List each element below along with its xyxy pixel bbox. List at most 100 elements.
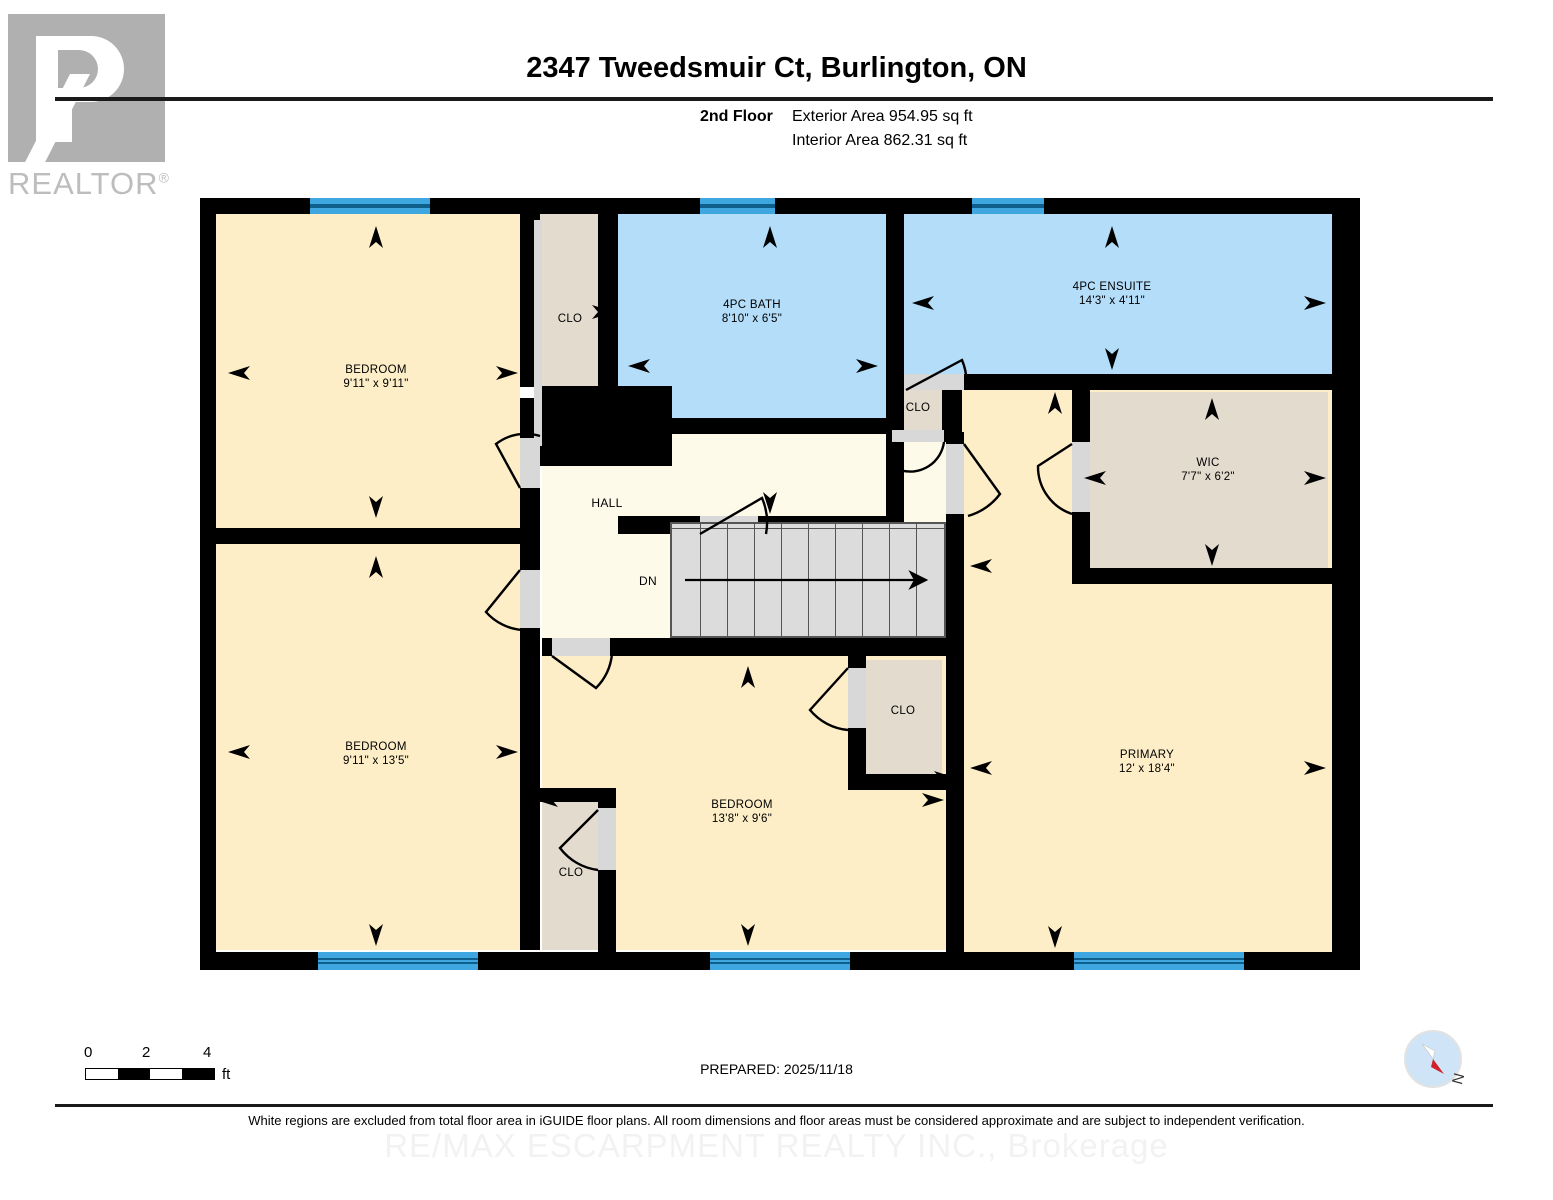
door-arc-bath <box>699 496 769 536</box>
floor-plan-canvas: BEDROOM 9'11" x 9'11" CLO 4PC BATH 8'10"… <box>200 198 1360 970</box>
dim-arrow-right <box>1304 296 1326 310</box>
dim-arrow-up <box>1105 226 1119 248</box>
label-name: DN <box>639 574 657 588</box>
dim-arrow-up <box>369 556 383 578</box>
label-4pc-ensuite: 4PC ENSUITE 14'3" x 4'11" <box>1032 280 1192 308</box>
room-closet-sw <box>542 796 600 950</box>
wall-bath-right <box>886 212 904 534</box>
doorgap-closet-sw <box>598 808 616 870</box>
door-arc-closet-hall <box>892 441 946 473</box>
label-name: CLO <box>890 705 916 717</box>
label-4pc-bath: 4PC BATH 8'10" x 6'5" <box>672 298 832 326</box>
dim-arrow-down <box>1205 544 1219 566</box>
dim-arrow-left <box>970 761 992 775</box>
window-bedroom-sw-bottom <box>318 952 478 970</box>
label-wic: WIC 7'7" x 6'2" <box>1138 456 1278 484</box>
doorgap-ensuite <box>904 374 964 390</box>
scale-bar <box>85 1068 215 1080</box>
label-name: CLO <box>905 402 931 414</box>
wall-hall-bottom <box>542 638 964 656</box>
door-arc-closet-sw <box>558 809 599 872</box>
wall-bedroom-sw-right <box>520 544 540 950</box>
room-closet-s <box>864 660 942 778</box>
label-name: BEDROOM <box>345 741 407 753</box>
dim-arrow-down <box>741 924 755 946</box>
dim-arrow-up <box>1205 398 1219 420</box>
dim-arrow-left <box>912 296 934 310</box>
doorgap-closet-nw-slider <box>534 220 542 446</box>
wall-ensuite-bottom <box>904 374 1332 390</box>
label-closet-hall: CLO <box>858 401 978 415</box>
label-name: BEDROOM <box>711 799 773 811</box>
footer-divider <box>55 1104 1493 1107</box>
label-closet-nw: CLO <box>510 312 630 326</box>
wall-exterior-left <box>200 198 216 970</box>
window-bedroom-s-bottom <box>710 952 850 970</box>
realtor-logo-text: REALTOR® <box>8 166 170 202</box>
dimension-arrows <box>228 226 1326 948</box>
label-name: BEDROOM <box>345 364 407 376</box>
label-bedroom-nw: BEDROOM 9'11" x 9'11" <box>296 363 456 391</box>
dim-arrow-down <box>369 924 383 946</box>
label-dim: 8'10" x 6'5" <box>721 313 783 325</box>
window-ensuite-top <box>972 198 1044 214</box>
label-bedroom-sw: BEDROOM 9'11" x 13'5" <box>296 740 456 768</box>
dim-arrow-right <box>1304 471 1326 485</box>
scale-unit-label: ft <box>222 1066 231 1083</box>
room-bedroom-sw <box>214 542 520 950</box>
floor-info-row-interior: Interior Area 862.31 sq ft <box>792 132 973 150</box>
floor-info-block: 2nd Floor Exterior Area 954.95 sq ft Int… <box>700 108 973 156</box>
door-arc-wic <box>1036 442 1073 516</box>
wall-primary-left <box>946 662 964 956</box>
scale-bar-segment <box>182 1069 214 1079</box>
label-dim: 14'3" x 4'11" <box>1078 295 1146 307</box>
room-wic <box>1088 392 1328 572</box>
scale-tick-4: 4 <box>203 1044 212 1061</box>
plan-annotations <box>228 226 1326 948</box>
window-bedroom-nw-top <box>310 198 430 214</box>
label-closet-s: CLO <box>843 704 963 718</box>
prepared-date: PREPARED: 2025/11/18 <box>700 1061 853 1077</box>
scale-tick-2: 2 <box>142 1044 151 1061</box>
floor-label: 2nd Floor <box>700 108 773 125</box>
wall-closet-hall-right <box>942 386 962 442</box>
label-stairs-dn: DN <box>618 574 678 588</box>
wall-hall-top-left <box>540 418 890 434</box>
label-primary: PRIMARY 12' x 18'4" <box>1067 748 1227 776</box>
doorgap-primary-hall <box>946 444 964 514</box>
label-dim: 7'7" x 6'2" <box>1181 471 1235 483</box>
wall-closet-s-bottom <box>848 774 962 790</box>
dim-arrow-left <box>628 359 650 373</box>
door-arc-bedroom-nw <box>494 432 541 489</box>
dim-arrow-down <box>763 492 777 514</box>
door-arc-bedroom-sw <box>484 569 523 632</box>
door-arc-bedroom-s <box>551 653 614 690</box>
dim-arrow-left <box>228 366 250 380</box>
dim-arrow-right <box>496 745 518 759</box>
label-dim: 13'8" x 9'6" <box>711 813 773 825</box>
dim-arrow-left <box>536 793 558 807</box>
compass-rose: N <box>1404 1030 1467 1092</box>
label-name: PRIMARY <box>1119 749 1175 761</box>
dim-arrow-right <box>592 305 614 319</box>
dim-arrow-down <box>369 496 383 518</box>
interior-area-text: Interior Area 862.31 sq ft <box>792 132 968 149</box>
registered-mark-icon: ® <box>158 169 170 186</box>
label-name: CLO <box>557 313 583 325</box>
wall-bedroom-nw-bottom <box>214 528 540 544</box>
dim-arrow-left <box>1084 471 1106 485</box>
doorgap-closet-s <box>848 668 866 728</box>
wall-exterior-top <box>200 198 1360 214</box>
label-name: CLO <box>558 867 584 879</box>
window-primary-bottom <box>1074 952 1244 970</box>
label-name: HALL <box>591 496 623 510</box>
dim-arrow-left <box>228 745 250 759</box>
disclaimer-text: White regions are excluded from total fl… <box>248 1113 1305 1128</box>
door-arc-ensuite <box>905 358 968 392</box>
scale-bar-segment <box>118 1069 150 1079</box>
wall-closet-hall-left <box>886 386 892 430</box>
doorgap-bedroom-nw <box>520 438 540 488</box>
room-bedroom-nw <box>214 212 520 528</box>
label-hall: HALL <box>562 496 652 510</box>
doorgap-closet-hall <box>892 430 944 442</box>
